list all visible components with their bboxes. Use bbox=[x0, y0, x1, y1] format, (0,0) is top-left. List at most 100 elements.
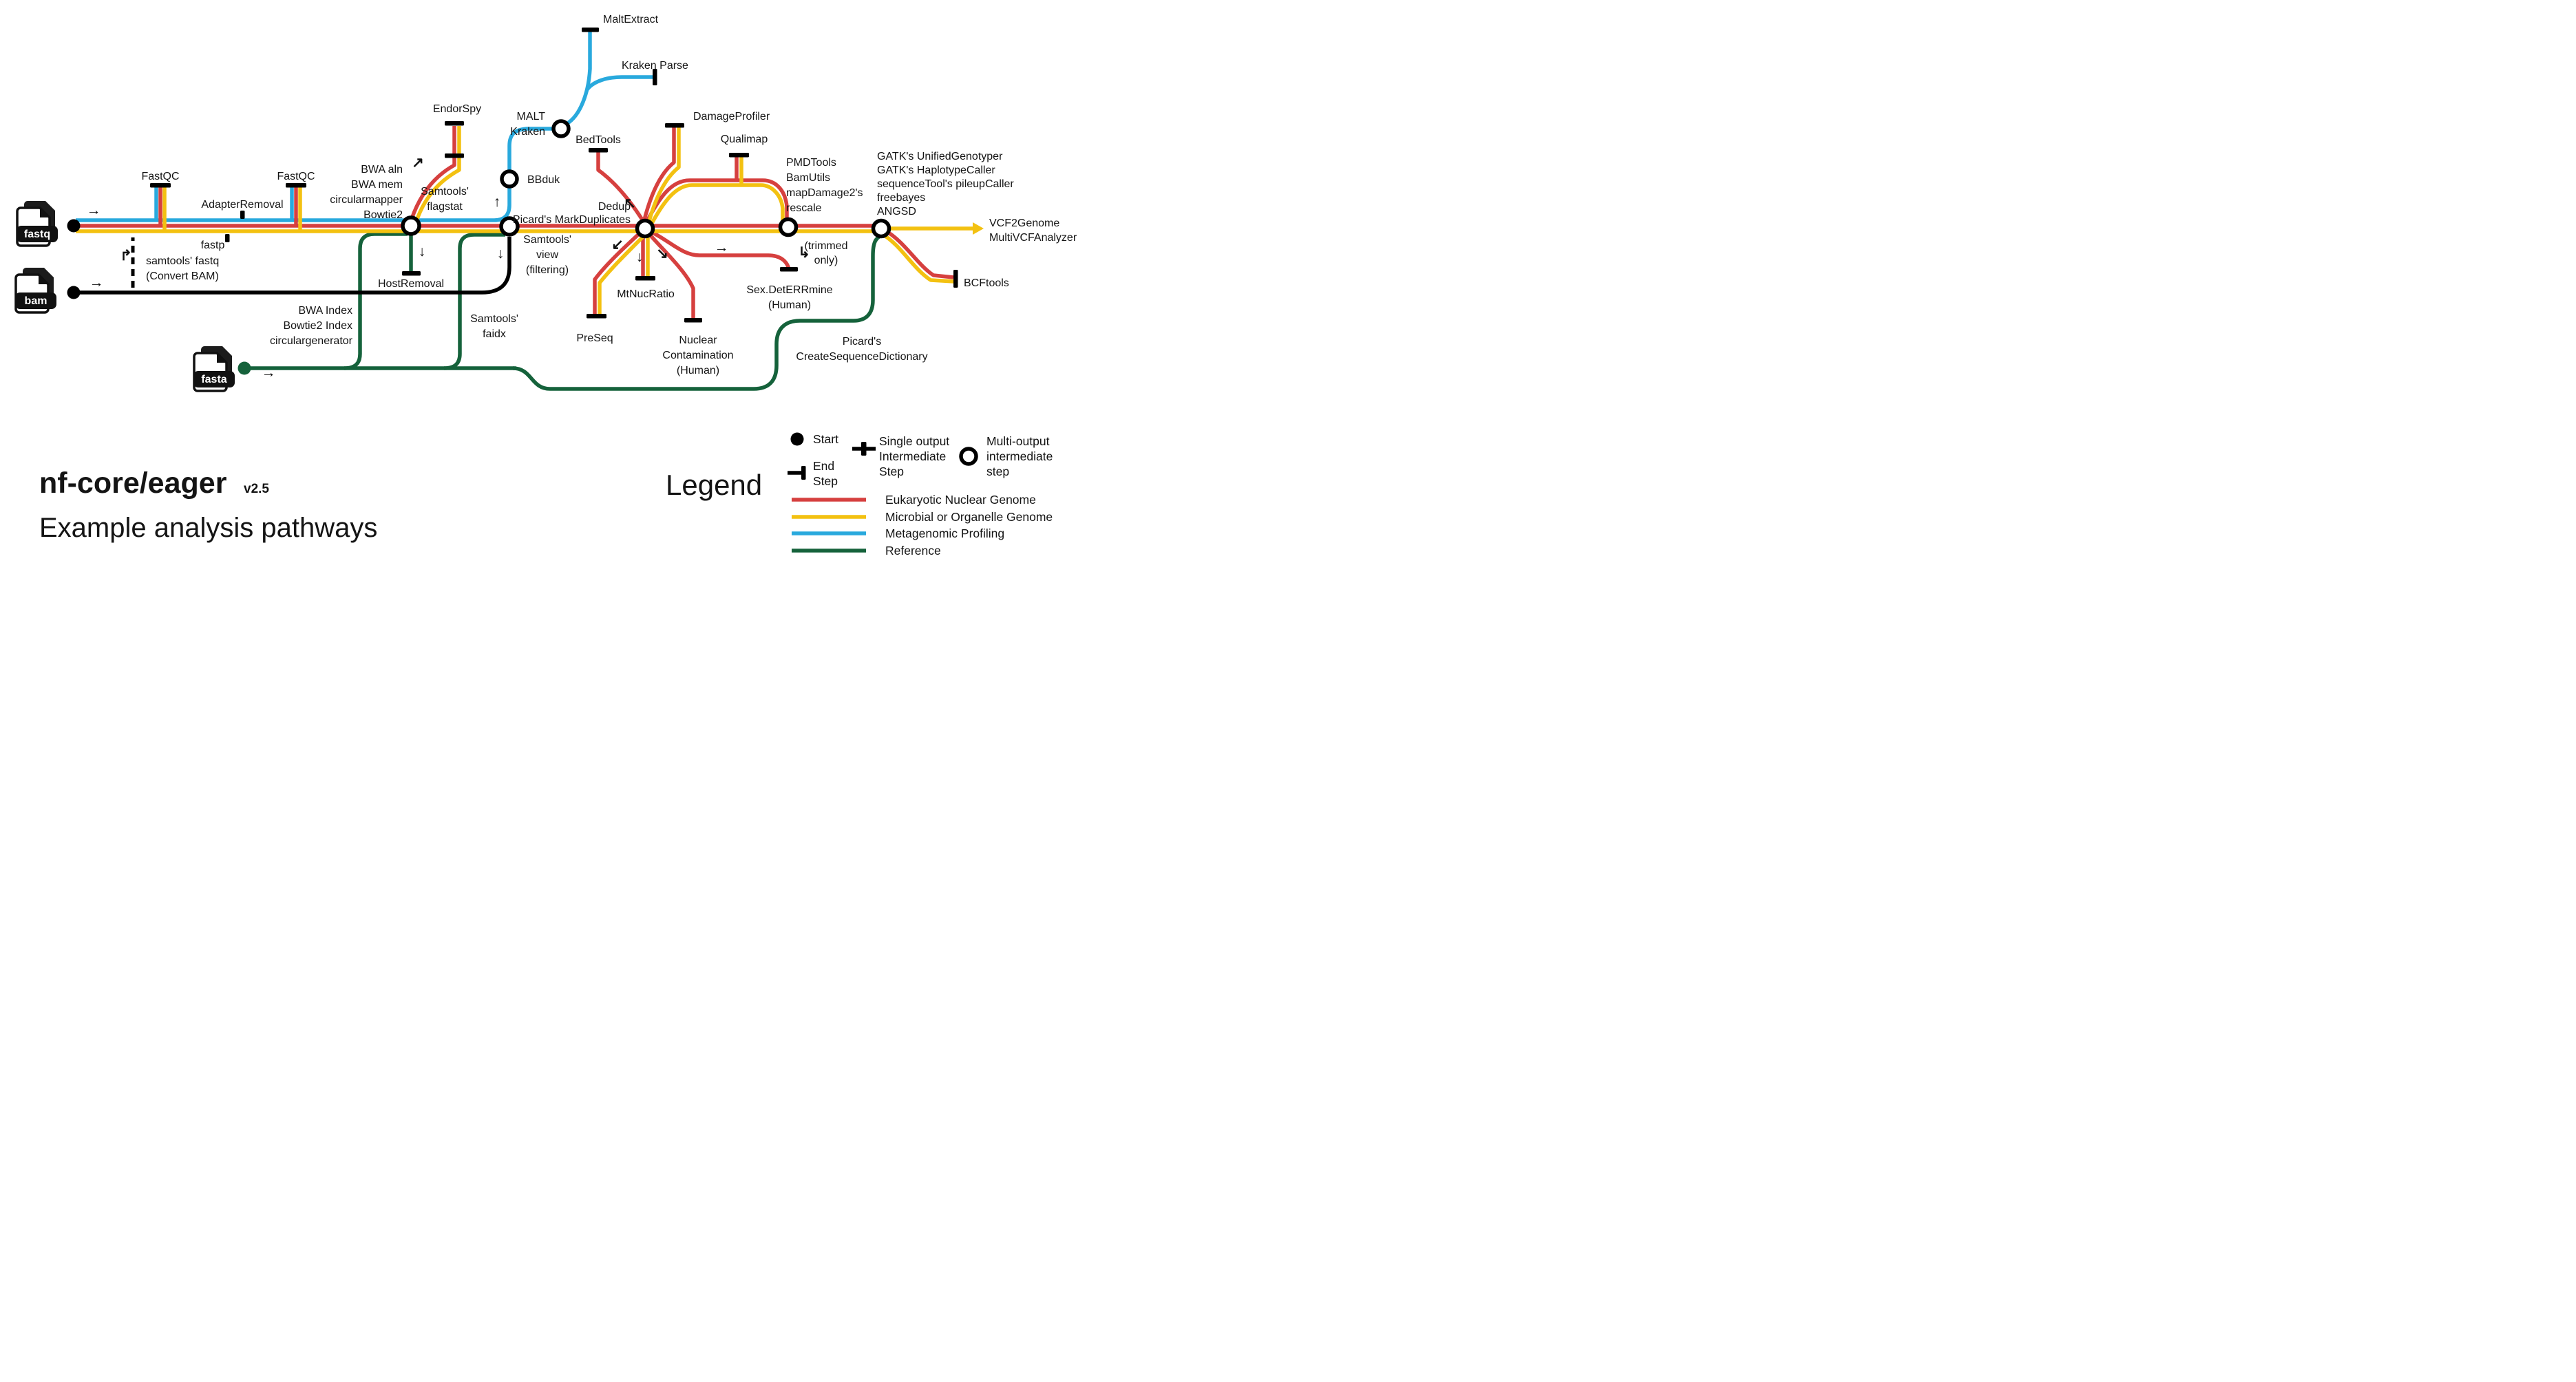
label-nuclear-2: Contamination bbox=[662, 350, 733, 361]
label-bedtools: BedTools bbox=[576, 134, 621, 146]
sexdeterrmine-cap bbox=[780, 267, 798, 272]
krakenparse-cap bbox=[653, 69, 657, 85]
label-faidx-1: Samtools' bbox=[470, 313, 518, 325]
eukaryotic-lines bbox=[76, 126, 954, 320]
tool-labels: FastQC AdapterRemoval fastp FastQC samto… bbox=[141, 14, 1077, 376]
fastqc2-cap bbox=[286, 183, 306, 188]
label-mapper-bwa-aln: BWA aln bbox=[361, 164, 403, 176]
label-pmdtools: PMDTools bbox=[786, 157, 836, 169]
flagstat-tick bbox=[445, 153, 464, 158]
vcf-arrowhead bbox=[973, 222, 984, 235]
legend-label-metagenomic: Metagenomic Profiling bbox=[885, 527, 1004, 540]
start-dot-fastq bbox=[67, 219, 81, 233]
legend-single-label-1: Single output bbox=[879, 434, 949, 448]
label-convert-bam-1: samtools' fastq bbox=[146, 255, 219, 267]
hostremoval-cap bbox=[402, 271, 421, 276]
bam-file-fold bbox=[39, 275, 48, 284]
adapterremoval-tick bbox=[240, 211, 245, 219]
microbial-lines bbox=[76, 126, 984, 316]
label-mapdamage: mapDamage2's bbox=[786, 187, 863, 199]
label-markduplicates: Picard's MarkDuplicates bbox=[513, 214, 631, 226]
nuclear-contamination-cap bbox=[684, 318, 702, 323]
fasta-file-icon: fasta bbox=[193, 346, 235, 392]
krakenparse-line bbox=[585, 75, 653, 91]
legend-label-eukaryotic: Eukaryotic Nuclear Genome bbox=[885, 493, 1036, 507]
fasta-file-label: fasta bbox=[201, 374, 226, 385]
reference-lines bbox=[248, 232, 885, 391]
label-malt: MALT bbox=[517, 111, 546, 123]
fastp-tick bbox=[225, 234, 230, 242]
damageprofiler-line-yellow bbox=[646, 127, 681, 224]
node-malt-kraken bbox=[551, 119, 571, 138]
flow-arrow: → bbox=[87, 202, 101, 218]
label-flagstat-1: Samtools' bbox=[421, 186, 469, 198]
legend-label-reference: Reference bbox=[885, 544, 941, 557]
label-vcf2genome: VCF2Genome bbox=[989, 217, 1059, 229]
legend-end-label-2: Step bbox=[813, 474, 838, 488]
label-mapper-circularmapper: circularmapper bbox=[330, 194, 403, 206]
label-gatk-hc: GATK's HaplotypeCaller bbox=[877, 164, 995, 176]
fastqc1-cap bbox=[150, 183, 171, 188]
label-fastqc-1: FastQC bbox=[141, 171, 179, 182]
fastq-file-fold bbox=[40, 208, 50, 217]
page-subtitle: Example analysis pathways bbox=[39, 513, 377, 543]
preseq-line-yellow bbox=[598, 235, 644, 316]
flow-arrow: ↘ bbox=[656, 246, 668, 262]
legend: Legend Start End Step Single output Inte… bbox=[666, 432, 1053, 557]
label-kraken: Kraken bbox=[510, 126, 545, 138]
endorspy-line-yellow bbox=[414, 126, 461, 222]
label-nuclear-1: Nuclear bbox=[679, 334, 717, 346]
damageprofiler-line-red bbox=[642, 127, 676, 223]
step-caps bbox=[150, 28, 958, 323]
label-mapper-bwa-mem: BWA mem bbox=[351, 179, 403, 191]
reference-branch-faidx bbox=[443, 233, 505, 370]
label-fastp: fastp bbox=[201, 240, 225, 251]
label-dedup: Dedup bbox=[598, 201, 631, 213]
bam-lines bbox=[76, 237, 511, 295]
bam-file-label: bam bbox=[25, 295, 47, 307]
fasta-file-band bbox=[193, 371, 235, 387]
label-gatk-ug: GATK's UnifiedGenotyper bbox=[877, 151, 1003, 162]
label-index-circulargenerator: circulargenerator bbox=[270, 335, 353, 347]
flow-arrow: → bbox=[89, 275, 104, 290]
label-fastqc-2: FastQC bbox=[277, 171, 315, 182]
bam-file-icon: bam bbox=[14, 268, 56, 314]
diagram-nodes bbox=[67, 119, 891, 375]
background bbox=[0, 0, 1288, 691]
node-samtools-view bbox=[499, 216, 520, 237]
flow-arrow: ↳ bbox=[798, 245, 810, 261]
node-mapping bbox=[401, 215, 421, 236]
legend-start-label: Start bbox=[813, 432, 838, 446]
label-angsd: ANGSD bbox=[877, 206, 916, 217]
start-dot-fasta bbox=[237, 361, 251, 375]
label-qualimap: Qualimap bbox=[721, 134, 768, 145]
preseq-line-red bbox=[593, 232, 640, 316]
flow-arrow: ↓ bbox=[497, 246, 505, 262]
fastq-file-label: fastq bbox=[24, 228, 50, 240]
label-picard-csd-1: Picard's bbox=[843, 336, 881, 348]
label-hostremoval: HostRemoval bbox=[378, 278, 444, 290]
label-flagstat-2: flagstat bbox=[427, 201, 463, 213]
legend-end-symbol-cap bbox=[801, 466, 806, 480]
legend-single-symbol-tick bbox=[861, 442, 867, 456]
node-pmdtools bbox=[778, 217, 799, 237]
flow-arrows: → ↱ → ↗ ↓ ↑ ↓ ↖ ↙ ↓ ↘ → ↳ → bbox=[87, 155, 810, 381]
label-nuclear-3: (Human) bbox=[677, 365, 719, 376]
label-trimmed-only-2: only) bbox=[814, 255, 838, 266]
label-convert-bam-2: (Convert BAM) bbox=[146, 270, 219, 282]
flow-arrow: → bbox=[262, 365, 276, 381]
node-dedup bbox=[635, 218, 655, 239]
legend-multi-symbol bbox=[959, 447, 978, 466]
legend-single-label-3: Step bbox=[879, 465, 904, 478]
label-krakenparse: Kraken Parse bbox=[622, 60, 688, 72]
flow-arrow: ↱ bbox=[120, 248, 132, 264]
flow-arrow: ↓ bbox=[419, 244, 426, 259]
bcftools-line-yellow bbox=[882, 233, 955, 284]
label-samtools-view-2: view bbox=[536, 249, 558, 261]
pipeline-diagram: fastq bam fasta FastQC AdapterRemoval fa… bbox=[0, 0, 1288, 691]
flow-arrow: ↖ bbox=[624, 195, 636, 211]
label-index-bowtie2: Bowtie2 Index bbox=[283, 320, 352, 332]
flow-arrow: ↙ bbox=[611, 237, 624, 253]
label-bamutils: BamUtils bbox=[786, 172, 830, 184]
label-mtnucratio: MtNucRatio bbox=[617, 288, 675, 300]
